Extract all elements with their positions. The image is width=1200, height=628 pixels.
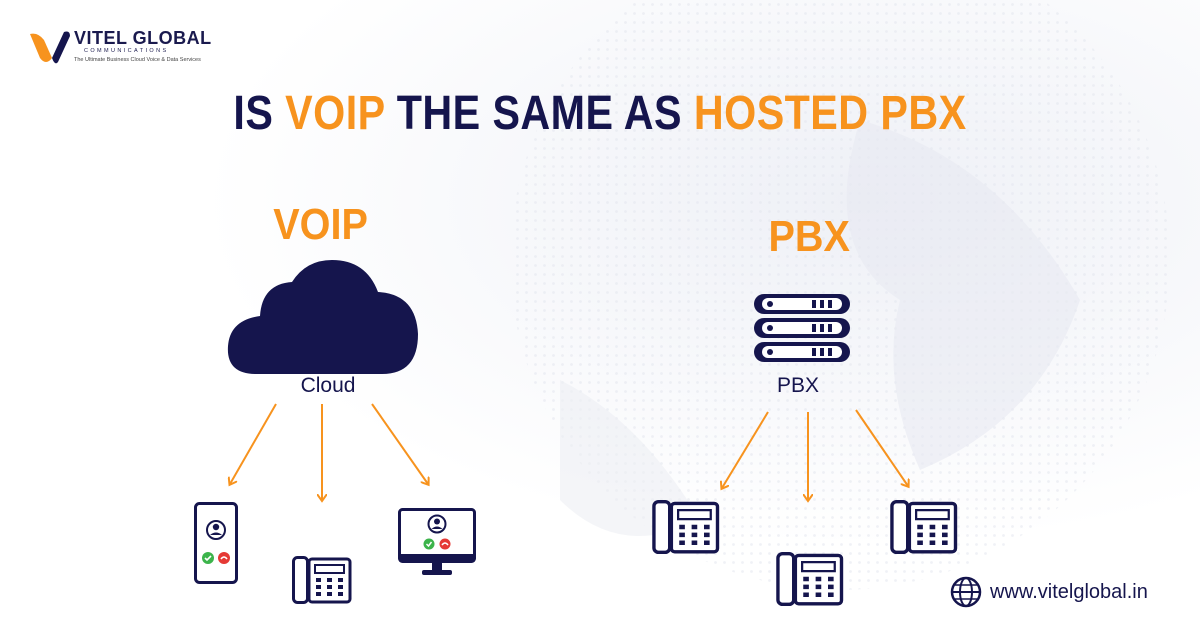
desk-phone-icon <box>292 556 352 604</box>
server-icon <box>754 294 850 362</box>
page-title: IS VOIP THE SAME AS HOSTED PBX <box>84 86 1116 141</box>
desk-phone-icon <box>776 552 844 606</box>
title-part-2: VOIP <box>285 87 385 140</box>
website-url[interactable]: www.vitelglobal.in <box>990 580 1148 603</box>
globe-icon <box>950 576 982 608</box>
brand-subtitle: COMMUNICATIONS <box>84 48 169 54</box>
desk-phone-icon <box>652 500 720 554</box>
title-part-1: IS <box>233 87 286 140</box>
title-part-4: HOSTED PBX <box>693 87 967 140</box>
brand-name: VITEL GLOBAL <box>74 28 212 48</box>
website-link[interactable]: www.vitelglobal.in <box>950 575 1148 609</box>
brand-tagline: The Ultimate Business Cloud Voice & Data… <box>74 57 201 63</box>
pbx-section-title: PBX <box>768 212 850 261</box>
cloud-label: Cloud <box>300 374 356 397</box>
title-part-3: THE SAME AS <box>384 87 694 140</box>
vitel-logo-icon <box>30 31 70 64</box>
pbx-label: PBX <box>776 374 820 397</box>
voip-section-title: VOIP <box>273 200 368 249</box>
cloud-icon <box>227 260 418 374</box>
desk-phone-icon <box>890 500 958 554</box>
smartphone-icon <box>194 502 238 584</box>
brand-logo[interactable]: VITEL GLOBAL COMMUNICATIONS The Ultimate… <box>28 26 228 72</box>
monitor-call-icon <box>398 508 476 575</box>
